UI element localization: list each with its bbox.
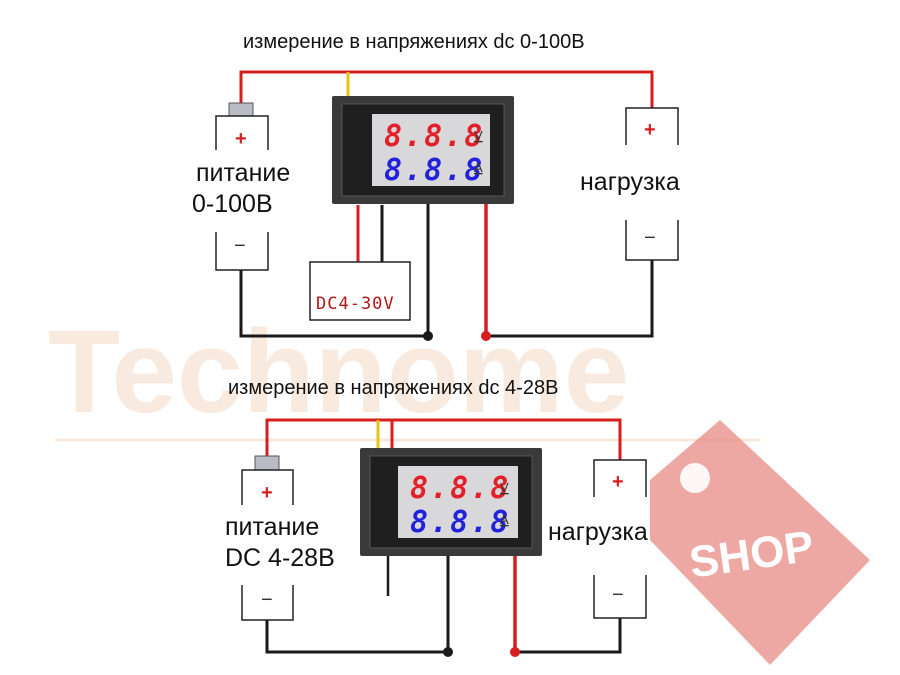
bottom-meter-unit-a: A: [500, 512, 509, 527]
bottom-meter: 8.8.8 8.8.8 V A: [360, 448, 542, 556]
bottom-wire-negative-load: [515, 618, 622, 654]
bottom-title: измерение в напряжениях dc 4-28В: [228, 377, 558, 399]
top-meter-unit-v: V: [474, 128, 483, 143]
top-meter-unit-a: A: [474, 160, 483, 175]
top-wire-negative-load: [486, 260, 654, 338]
bottom-load-plus-sign: +: [612, 471, 624, 493]
bottom-diagram: измерение в напряжениях dc 4-28В + − пит…: [225, 377, 648, 657]
top-diagram: измерение в напряжениях dc 0-100В + − пи…: [192, 31, 680, 341]
bottom-wire-negative-supply: [265, 620, 448, 654]
bottom-supply-battery: + −: [241, 455, 294, 621]
top-aux-supply-label: DC4-30V: [316, 294, 395, 314]
top-supply-label-line2: 0-100В: [192, 190, 273, 218]
top-wire-negative-supply: [239, 270, 428, 338]
top-aux-supply: DC4-30V: [309, 261, 411, 321]
top-title: измерение в напряжениях dc 0-100В: [243, 31, 585, 53]
watermark-shop-tag: SHOP: [650, 420, 870, 665]
bottom-load-box: + −: [593, 459, 647, 619]
top-load-minus-sign: −: [644, 227, 656, 249]
bottom-meter-voltage-readout: 8.8.8: [410, 471, 510, 506]
bottom-wire-positive: [265, 418, 622, 462]
top-meter-voltage-readout: 8.8.8: [384, 119, 484, 154]
bottom-junction-red: [510, 647, 520, 657]
top-junction-black: [423, 331, 433, 341]
bottom-supply-plus-sign: +: [261, 482, 273, 504]
top-supply-minus-sign: −: [234, 235, 246, 257]
top-junction-red: [481, 331, 491, 341]
top-supply-battery: + −: [215, 102, 269, 271]
bottom-junction-black: [443, 647, 453, 657]
watermark-brand: Technome: [48, 306, 629, 438]
bottom-meter-current-readout: 8.8.8: [410, 505, 510, 540]
bottom-supply-minus-sign: −: [261, 589, 273, 611]
top-meter-current-readout: 8.8.8: [384, 153, 484, 188]
bottom-load-label: нагрузка: [548, 518, 648, 546]
top-supply-plus-sign: +: [235, 128, 247, 150]
top-supply-label-line1: питание: [196, 159, 290, 187]
bottom-supply-label-line1: питание: [225, 513, 319, 541]
bottom-meter-unit-v: V: [500, 480, 509, 495]
top-wire-positive: [239, 70, 654, 108]
bottom-supply-label-line2: DC 4-28В: [225, 544, 335, 572]
watermark: Technome SHOP: [48, 306, 870, 665]
top-meter: 8.8.8 8.8.8 V A: [332, 96, 514, 204]
top-load-label: нагрузка: [580, 168, 680, 196]
top-load-box: + −: [625, 107, 679, 261]
top-load-plus-sign: +: [644, 119, 656, 141]
bottom-load-minus-sign: −: [612, 584, 624, 606]
